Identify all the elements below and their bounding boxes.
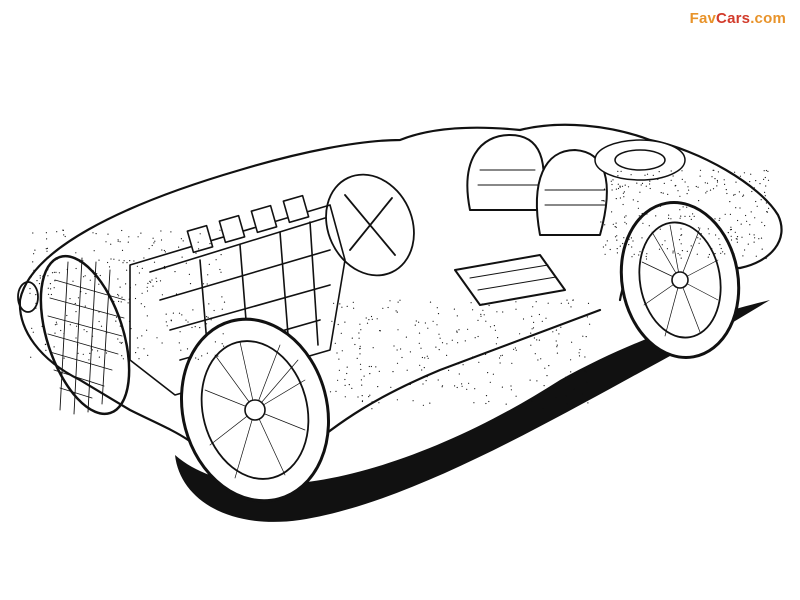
watermark-part-domain: .com xyxy=(750,10,786,27)
front-wheel xyxy=(179,317,331,503)
steering-wheel xyxy=(325,173,415,277)
spare-wheel xyxy=(594,139,686,181)
rear-wheel xyxy=(619,201,741,359)
front-grille xyxy=(39,254,131,416)
headlight xyxy=(17,281,39,313)
watermark-part-cars: Cars xyxy=(716,10,751,27)
bucket-seats xyxy=(454,134,608,306)
ground-shadow xyxy=(175,300,770,522)
favcars-watermark[interactable]: FavCars.com xyxy=(690,10,786,27)
watermark-part-fav: Fav xyxy=(689,10,717,27)
body-stipple-shading xyxy=(29,169,770,410)
